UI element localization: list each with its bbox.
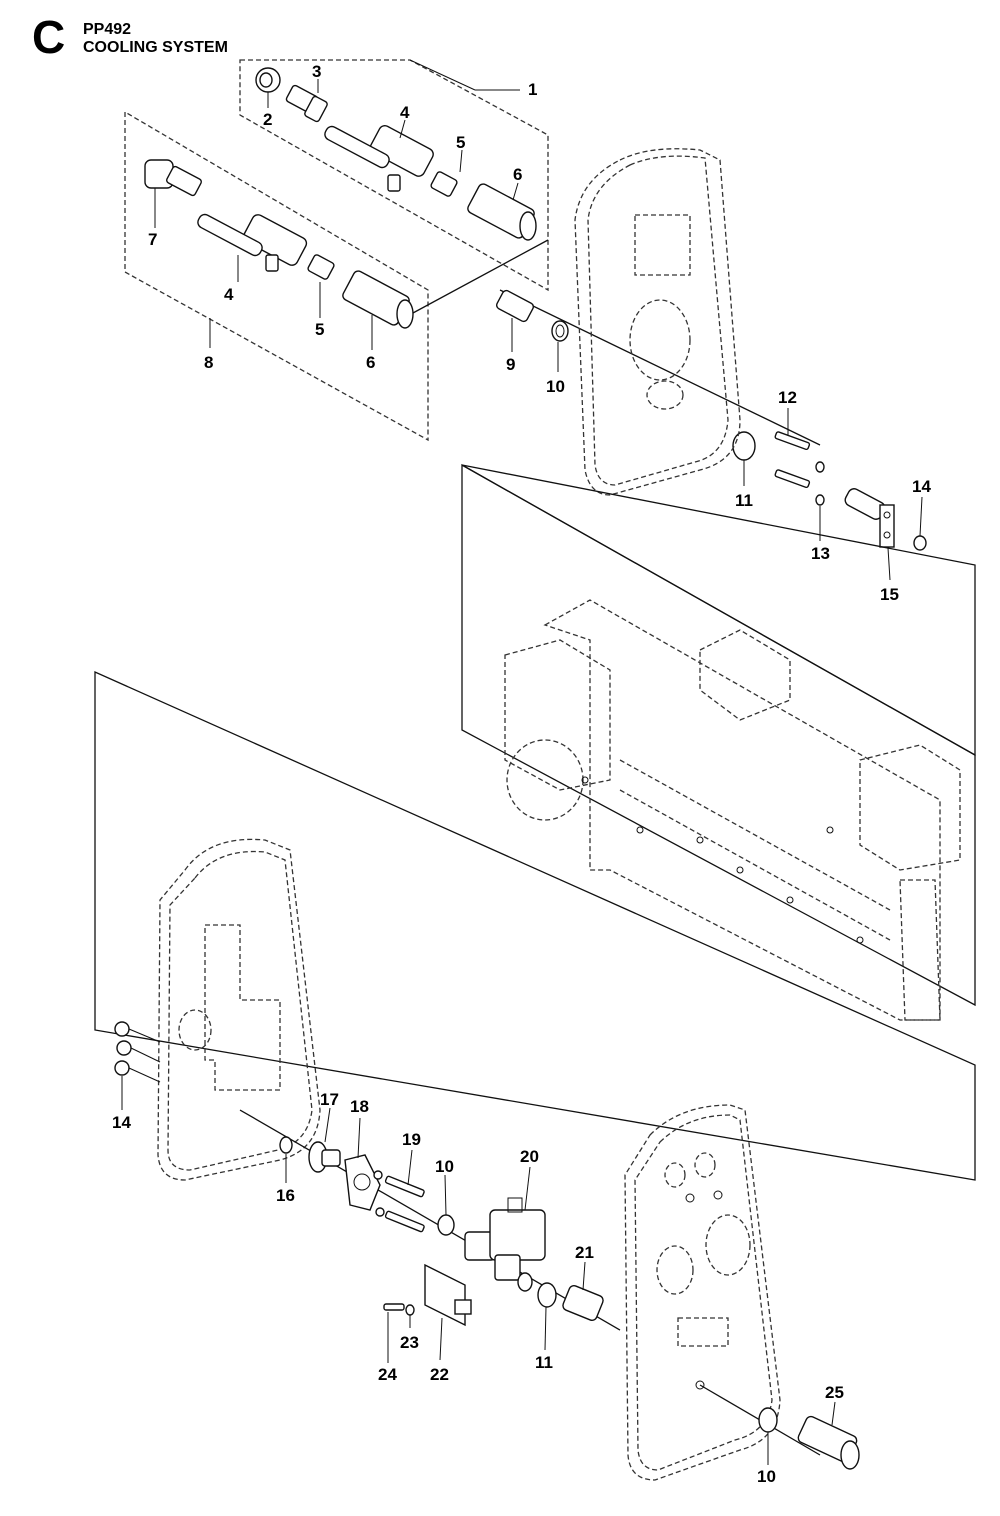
assembly-1-outline (239, 59, 549, 292)
part-11-oring-lower (517, 1272, 557, 1308)
callout-13: 13 (811, 544, 830, 563)
part-20-solenoid-valve (464, 1197, 546, 1281)
callout-20: 20 (520, 1147, 539, 1166)
part-12-screw (774, 431, 811, 489)
callout-11-upper: 11 (735, 491, 753, 510)
part-14-orings-lower (114, 1021, 161, 1083)
callout-6-lower: 6 (366, 353, 375, 372)
page-title: COOLING SYSTEM (83, 39, 228, 56)
callout-7: 7 (148, 230, 157, 249)
right-end-plate (624, 1104, 781, 1481)
callout-6-upper: 6 (513, 165, 522, 184)
part-25-coupling (797, 1415, 860, 1470)
callout-16: 16 (276, 1186, 295, 1205)
callout-24: 24 (378, 1365, 397, 1384)
part-2-clamp (255, 67, 281, 93)
part-9-nipple (496, 289, 534, 323)
engine-block (504, 599, 961, 1021)
callout-22: 22 (430, 1365, 449, 1384)
part-17-nipple (308, 1141, 341, 1173)
leader-lines (121, 79, 923, 1465)
part-10-washer-lower (758, 1407, 778, 1433)
part-7-hose-fitting (144, 159, 202, 197)
part-23-washer (405, 1304, 415, 1316)
part-6-coupling-upper (467, 183, 537, 241)
part-10-washer-upper (551, 320, 569, 342)
part-24-screw (383, 1303, 405, 1311)
callout-17: 17 (320, 1090, 339, 1109)
callout-23: 23 (400, 1333, 419, 1352)
callout-8: 8 (204, 353, 213, 372)
part-18-flange (344, 1154, 381, 1211)
callout-14-upper: 14 (912, 477, 931, 496)
callout-14-lower: 14 (112, 1113, 131, 1132)
callout-10-upper: 10 (546, 377, 565, 396)
part-13-washer (815, 461, 825, 506)
upper-end-plate (574, 148, 741, 496)
callout-5-lower: 5 (315, 320, 324, 339)
part-3-nipple (285, 84, 328, 123)
callout-3: 3 (312, 62, 321, 81)
part-14-oring-upper (913, 535, 927, 551)
part-21-nipple (562, 1285, 604, 1321)
callout-12: 12 (778, 388, 797, 407)
part-4-valve-upper (324, 125, 434, 192)
callout-25: 25 (825, 1383, 844, 1402)
part-22-bracket (424, 1263, 472, 1327)
callout-4-upper: 4 (400, 103, 410, 122)
part-10-washer-middle (437, 1214, 455, 1236)
callout-5-upper: 5 (456, 133, 465, 152)
part-11-oring-upper (732, 431, 756, 461)
model-number: PP492 (83, 21, 132, 38)
reference-plane-left (94, 670, 976, 1181)
part-4-valve-lower (197, 213, 308, 272)
callout-21: 21 (575, 1243, 594, 1262)
callout-11-lower: 11 (535, 1353, 553, 1372)
callout-19: 19 (402, 1130, 421, 1149)
callout-2: 2 (263, 110, 272, 129)
part-5-adapter-upper (430, 171, 458, 197)
assembly-8-outline (124, 110, 429, 442)
part-16-washer (279, 1136, 293, 1154)
callout-10-lower: 10 (757, 1467, 776, 1486)
section-letter: C (32, 11, 66, 63)
reference-plane-right (461, 463, 976, 1007)
part-5-adapter-lower (307, 254, 335, 280)
callout-4-lower: 4 (224, 285, 234, 304)
callout-15: 15 (880, 585, 899, 604)
callout-9: 9 (506, 355, 515, 374)
callout-18: 18 (350, 1097, 369, 1116)
part-6-coupling-lower (342, 270, 414, 329)
left-end-plate (157, 838, 321, 1181)
part-19-bolts (373, 1170, 425, 1233)
callout-10-middle: 10 (435, 1157, 454, 1176)
callout-1: 1 (528, 80, 537, 99)
part-15-solenoid-bracket (844, 488, 895, 548)
